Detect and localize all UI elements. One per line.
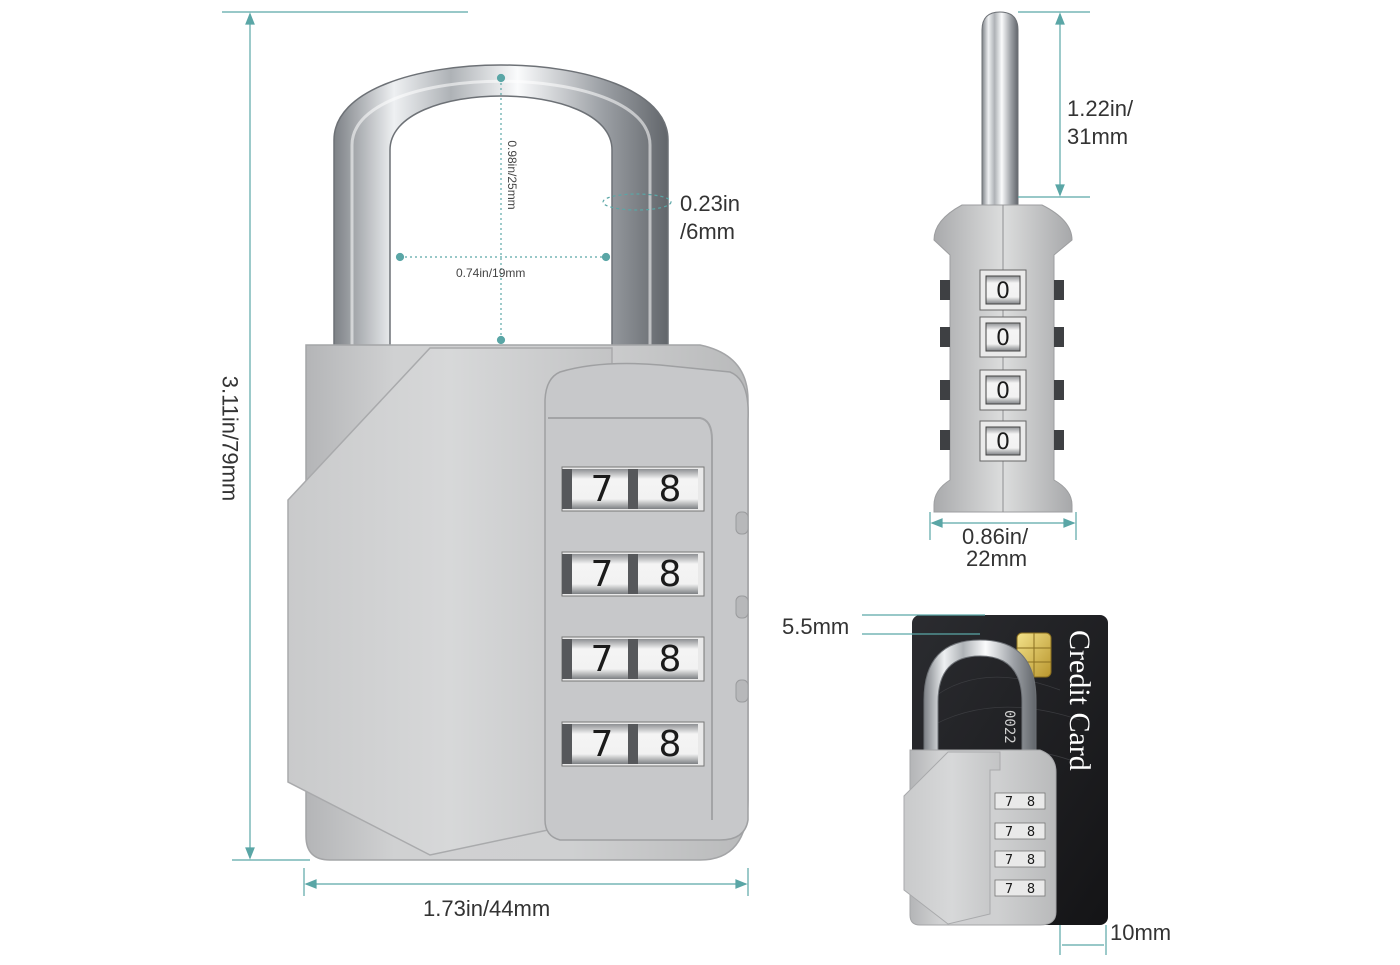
card-thickness-label: 10mm xyxy=(1110,920,1172,945)
side-dial-row: 0 xyxy=(940,316,1064,358)
main-dial-digit-b: 8 xyxy=(659,554,682,595)
svg-text:8: 8 xyxy=(1027,853,1035,868)
svg-text:8: 8 xyxy=(1027,825,1035,840)
main-dial-digit-a: 7 xyxy=(591,469,614,510)
credit-card-comparison: Credit Card 0022 7 8 7 8 7 8 7 8 xyxy=(903,615,1108,926)
shackle-width-label: 0.74in/19mm xyxy=(456,266,526,280)
side-depth-label-line2: 22mm xyxy=(966,546,1028,571)
shackle-diameter-label-line2: /6mm xyxy=(680,219,735,244)
side-dial-digit: 0 xyxy=(996,279,1010,304)
side-depth-label-line1: 0.86in/ xyxy=(962,524,1029,549)
main-dial-digit-b: 8 xyxy=(659,469,682,510)
svg-text:8: 8 xyxy=(1027,882,1035,897)
card-lock-dial-row: 7 8 xyxy=(994,792,1046,810)
card-lock-shackle xyxy=(923,639,1037,761)
main-dial-digit-b: 8 xyxy=(659,724,682,765)
svg-text:7: 7 xyxy=(1005,795,1013,810)
main-dial-digit-a: 7 xyxy=(591,724,614,765)
side-dial-digit: 0 xyxy=(996,379,1010,404)
card-lock-dial-row: 7 8 xyxy=(994,822,1046,840)
svg-text:8: 8 xyxy=(1027,795,1035,810)
main-dial-digit-b: 8 xyxy=(659,639,682,680)
svg-text:7: 7 xyxy=(1005,882,1013,897)
main-height-label: 3.11in/79mm xyxy=(217,375,243,502)
card-lock-dial-row: 7 8 xyxy=(994,850,1046,868)
side-dimension-lines xyxy=(929,11,1090,540)
side-dial-row: 0 xyxy=(940,420,1064,462)
side-clearance-label-line2: 31mm xyxy=(1067,124,1129,149)
shackle-height-label: 0.98in/25mm xyxy=(505,140,519,210)
side-dial-row: 0 xyxy=(940,369,1064,411)
svg-text:7: 7 xyxy=(1005,853,1013,868)
main-dial-row: 7 8 xyxy=(561,721,705,767)
side-view-padlock: 0 0 0 0 xyxy=(933,11,1073,513)
side-dial-row: 0 xyxy=(940,269,1064,311)
main-dial-digit-a: 7 xyxy=(591,554,614,595)
svg-text:7: 7 xyxy=(1005,825,1013,840)
main-dial-bumps xyxy=(735,511,749,703)
side-dial-digit: 0 xyxy=(996,326,1010,351)
shackle-diameter-label-line1: 0.23in xyxy=(680,191,740,216)
main-dial-digit-a: 7 xyxy=(591,639,614,680)
card-lock-dial-row: 7 8 xyxy=(994,879,1046,897)
main-dial-housing xyxy=(544,362,749,841)
main-dial-row: 7 8 xyxy=(561,466,705,512)
card-title: Credit Card xyxy=(1063,630,1096,771)
main-padlock: 7 8 7 8 7 8 7 8 xyxy=(287,64,749,861)
side-clearance-label-line1: 1.22in/ xyxy=(1067,96,1134,121)
main-dial-row: 7 8 xyxy=(561,636,705,682)
side-dial-digit: 0 xyxy=(996,430,1010,455)
main-dimension-lines xyxy=(222,11,749,896)
side-shackle xyxy=(981,11,1019,211)
main-width-label: 1.73in/44mm xyxy=(423,896,551,921)
main-dial-row: 7 8 xyxy=(561,551,705,597)
card-number-fragment: 0022 xyxy=(1001,710,1017,744)
card-dimension-lines xyxy=(862,614,1107,955)
card-offset-label: 5.5mm xyxy=(782,614,850,639)
main-shackle xyxy=(333,64,669,351)
